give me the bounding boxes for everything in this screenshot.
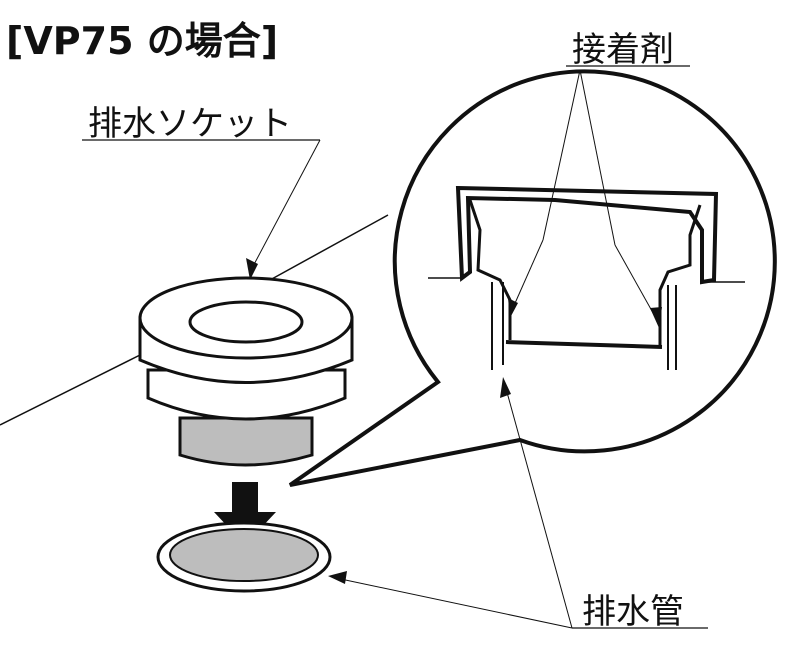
adhesive-label: 接着剤	[572, 30, 674, 70]
socket-label: 排水ソケット	[88, 104, 292, 144]
page-title: [VP75 の場合]	[6, 19, 279, 63]
socket-leader	[249, 139, 321, 273]
down-arrow-icon	[214, 482, 276, 545]
detail-callout-bubble	[288, 69, 777, 487]
drain-socket	[138, 276, 354, 467]
arrowhead	[246, 258, 258, 280]
pipe-leaders	[328, 377, 573, 629]
pipe-label: 排水管	[582, 592, 684, 632]
drain-pipe-opening	[156, 521, 332, 593]
adhesive-leaders	[508, 69, 662, 328]
